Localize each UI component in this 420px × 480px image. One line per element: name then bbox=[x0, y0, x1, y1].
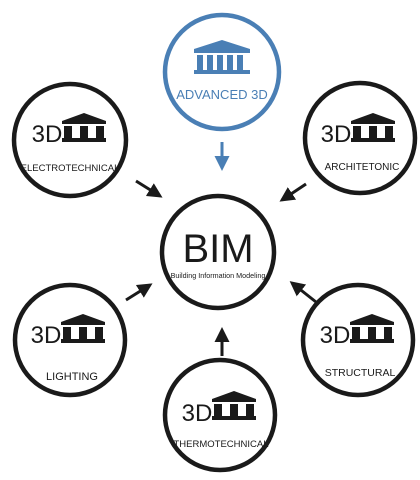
node-structural-prefix: 3D bbox=[320, 322, 351, 349]
node-thermotechnical-label: THERMOTECHNICAL bbox=[173, 439, 268, 450]
node-electrotechnical-prefix: 3D bbox=[32, 121, 63, 148]
node-electrotechnical: 3D ELECTROTECHNICAL bbox=[11, 81, 129, 199]
node-structural: 3D STRUCTURAL bbox=[300, 282, 416, 398]
building-columns-icon bbox=[62, 113, 106, 142]
node-lighting: 3D LIGHTING bbox=[12, 282, 128, 398]
bim-center-node: BIM Building Information Modeling bbox=[159, 193, 277, 311]
node-advanced-3d-label: ADVANCED 3D bbox=[176, 87, 268, 102]
node-structural-label: STRUCTURAL bbox=[325, 367, 396, 379]
arrow-lighting-to-bim bbox=[125, 283, 153, 302]
node-architetonic-prefix: 3D bbox=[321, 121, 352, 148]
building-columns-icon bbox=[350, 314, 394, 343]
node-thermotechnical-prefix: 3D bbox=[182, 400, 213, 427]
node-advanced-3d: ADVANCED 3D bbox=[162, 12, 282, 132]
node-thermotechnical: 3D THERMOTECHNICAL bbox=[162, 357, 278, 473]
arrow-electrotechnical-to-bim bbox=[135, 179, 163, 198]
arrow-architetonic-to-bim bbox=[279, 182, 307, 202]
building-columns-icon bbox=[61, 314, 105, 343]
node-architetonic-label: ARCHITETONIC bbox=[325, 162, 400, 173]
bim-subtitle: Building Information Modeling bbox=[171, 271, 266, 280]
bim-title: BIM bbox=[182, 227, 253, 271]
building-columns-icon bbox=[351, 113, 395, 142]
arrows bbox=[125, 142, 317, 356]
node-lighting-label: LIGHTING bbox=[46, 371, 98, 383]
building-columns-icon bbox=[212, 391, 256, 420]
arrow-structural-to-bim bbox=[289, 281, 317, 304]
building-columns-icon bbox=[194, 40, 250, 74]
node-lighting-prefix: 3D bbox=[31, 322, 62, 349]
node-electrotechnical-label: ELECTROTECHNICAL bbox=[21, 163, 120, 174]
node-architetonic: 3D ARCHITETONIC bbox=[302, 80, 418, 196]
